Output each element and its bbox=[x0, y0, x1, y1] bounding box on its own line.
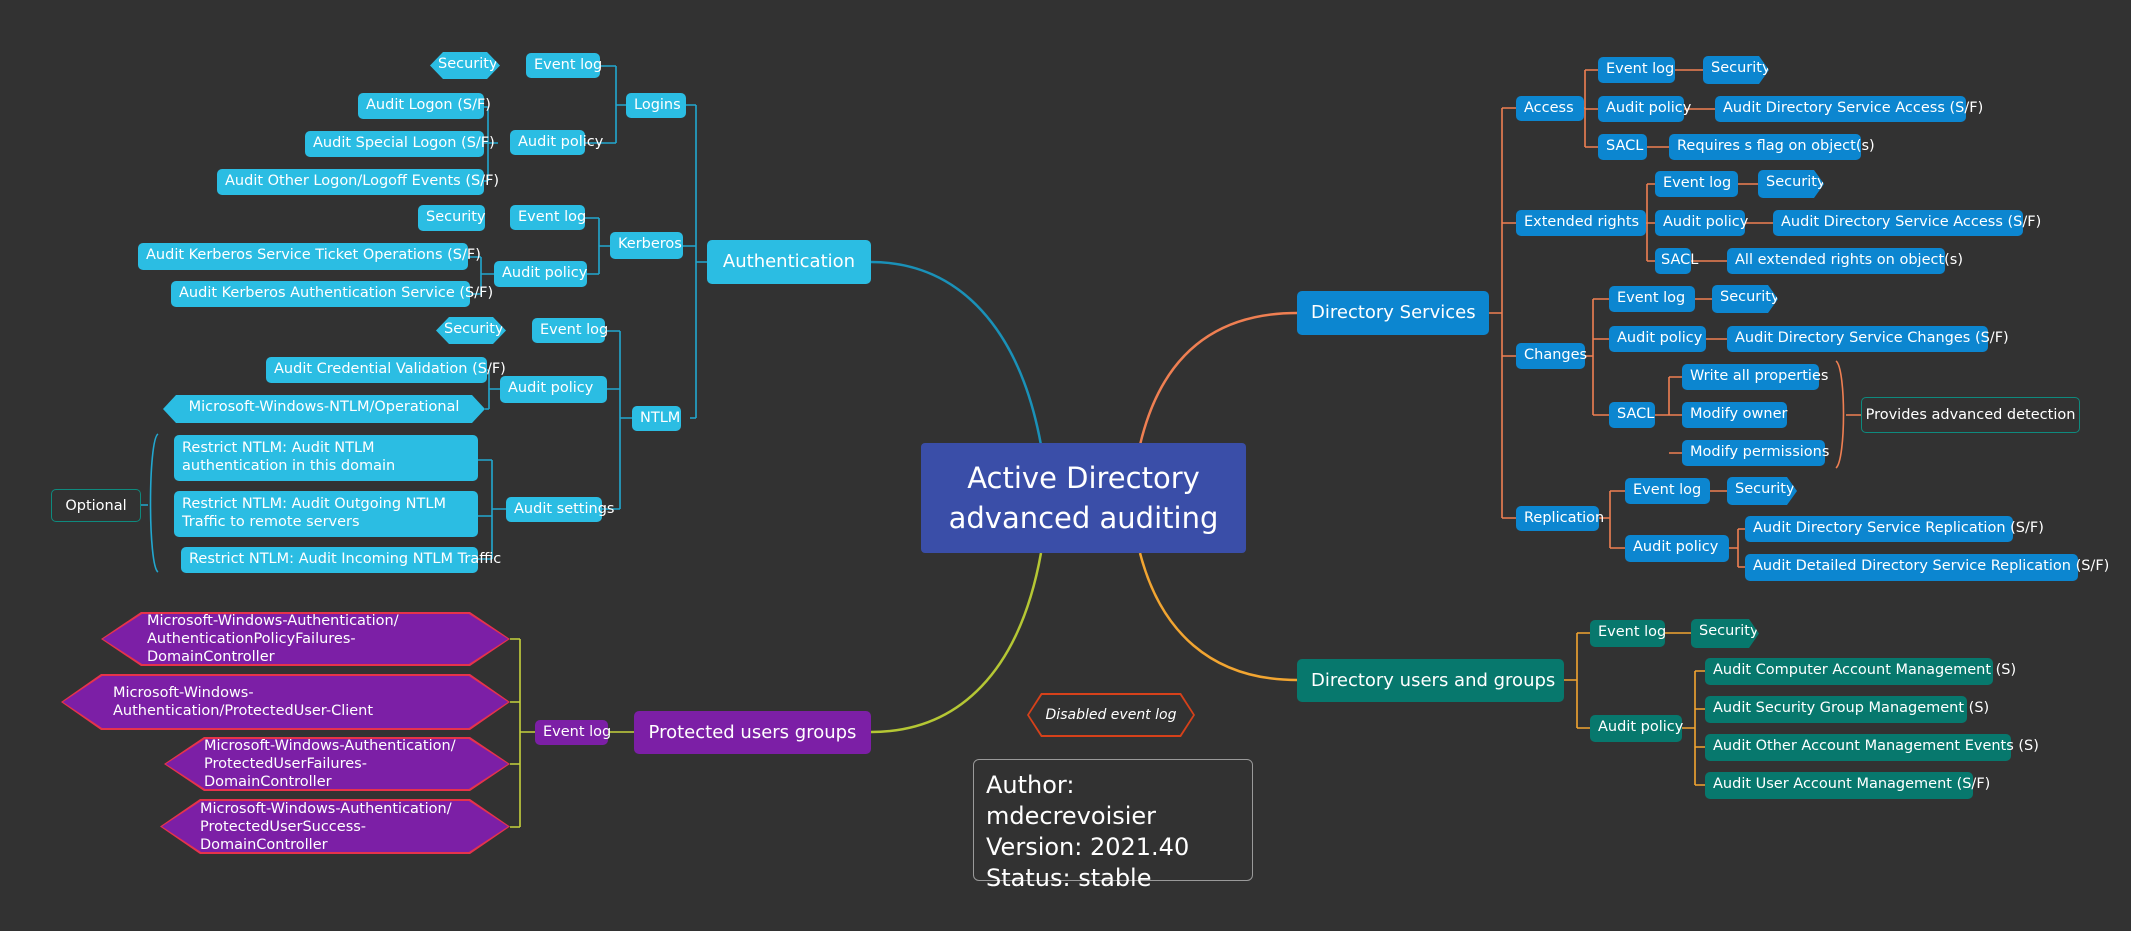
changes-policy-ds-changes[interactable]: Audit Directory Service Changes (S/F) bbox=[1727, 326, 2009, 352]
ntlm-audit-settings[interactable]: Audit settings bbox=[506, 497, 614, 522]
info-version: Version: 2021.40 bbox=[986, 833, 1190, 861]
sacl-modify-owner[interactable]: Modify owner bbox=[1682, 402, 1787, 428]
changes-event-log-security[interactable]: Security bbox=[1712, 285, 1778, 313]
disabled-event-log-legend: Disabled event log bbox=[1027, 693, 1195, 737]
info-author: Author: mdecrevoisier bbox=[986, 771, 1157, 830]
access-event-log-security[interactable]: Security bbox=[1703, 56, 1769, 84]
extended-sacl[interactable]: SACL bbox=[1655, 248, 1698, 274]
policy-audit-special-logon[interactable]: Audit Special Logon (S/F) bbox=[305, 131, 495, 157]
policy-user-account-mgmt[interactable]: Audit User Account Management (S/F) bbox=[1705, 772, 1990, 799]
info-status: Status: stable bbox=[986, 864, 1152, 892]
central-topic[interactable]: Active Directory advanced auditing bbox=[921, 443, 1246, 553]
kerberos-audit-policy[interactable]: Audit policy bbox=[494, 261, 587, 287]
protected-log-user-client-text: Microsoft-Windows-Authentication/Protect… bbox=[113, 685, 374, 719]
users-event-log[interactable]: Event log bbox=[1590, 620, 1666, 647]
access-sacl-flag[interactable]: Requires s flag on object(s) bbox=[1669, 134, 1875, 160]
changes-sacl[interactable]: SACL bbox=[1609, 402, 1655, 428]
extended-audit-policy[interactable]: Audit policy bbox=[1655, 210, 1748, 236]
protected-log-user-success[interactable]: Microsoft-Windows-Authentication/ Protec… bbox=[160, 799, 510, 854]
ntlm-audit-policy[interactable]: Audit policy bbox=[500, 376, 607, 403]
kerberos-topic[interactable]: Kerberos bbox=[610, 232, 683, 259]
directory-services-topic[interactable]: Directory Services bbox=[1297, 291, 1489, 335]
policy-other-account-mgmt[interactable]: Audit Other Account Management Events (S… bbox=[1705, 734, 2039, 761]
policy-kerberos-service-ticket[interactable]: Audit Kerberos Service Ticket Operations… bbox=[138, 243, 481, 270]
optional-note[interactable]: Optional bbox=[51, 489, 141, 522]
info-box: Author: mdecrevoisier Version: 2021.40 S… bbox=[973, 759, 1253, 892]
setting-ntlm-auth-domain[interactable]: Restrict NTLM: Audit NTLM authentication… bbox=[174, 435, 478, 481]
setting-ntlm-incoming[interactable]: Restrict NTLM: Audit Incoming NTLM Traff… bbox=[181, 547, 501, 573]
disabled-event-log-text: Disabled event log bbox=[1045, 707, 1177, 723]
extended-rights-topic[interactable]: Extended rights bbox=[1516, 210, 1646, 236]
changes-topic[interactable]: Changes bbox=[1516, 343, 1587, 369]
protected-log-user-failures-text: Microsoft-Windows-Authentication/ Protec… bbox=[204, 738, 456, 790]
policy-audit-logon[interactable]: Audit Logon (S/F) bbox=[358, 93, 491, 119]
kerberos-event-log-security[interactable]: Security bbox=[418, 205, 486, 231]
policy-credential-validation[interactable]: Audit Credential Validation (S/F) bbox=[266, 357, 506, 383]
replication-topic[interactable]: Replication bbox=[1516, 506, 1604, 531]
sacl-modify-permissions[interactable]: Modify permissions bbox=[1682, 440, 1829, 466]
access-sacl[interactable]: SACL bbox=[1598, 134, 1647, 160]
policy-ds-replication[interactable]: Audit Directory Service Replication (S/F… bbox=[1745, 516, 2044, 542]
policy-audit-other-logon[interactable]: Audit Other Logon/Logoff Events (S/F) bbox=[217, 169, 499, 195]
protected-log-user-failures[interactable]: Microsoft-Windows-Authentication/ Protec… bbox=[164, 737, 510, 791]
extended-event-log-security[interactable]: Security bbox=[1758, 170, 1824, 198]
users-audit-policy[interactable]: Audit policy bbox=[1590, 715, 1683, 742]
replication-event-log[interactable]: Event log bbox=[1625, 478, 1710, 504]
setting-ntlm-outgoing[interactable]: Restrict NTLM: Audit Outgoing NTLM Traff… bbox=[174, 491, 478, 537]
changes-event-log[interactable]: Event log bbox=[1609, 286, 1695, 312]
central-topic-line2: advanced auditing bbox=[948, 501, 1219, 535]
policy-detailed-ds-replication[interactable]: Audit Detailed Directory Service Replica… bbox=[1745, 554, 2109, 581]
authentication-topic[interactable]: Authentication bbox=[707, 240, 871, 284]
protected-event-log[interactable]: Event log bbox=[535, 720, 611, 745]
ntlm-event-log[interactable]: Event log bbox=[532, 318, 608, 343]
extended-sacl-rights[interactable]: All extended rights on object(s) bbox=[1727, 248, 1963, 274]
logins-event-log[interactable]: Event log bbox=[526, 53, 602, 78]
protected-log-user-client[interactable]: Microsoft-Windows-Authentication/Protect… bbox=[61, 674, 510, 730]
changes-audit-policy[interactable]: Audit policy bbox=[1609, 326, 1706, 352]
protected-log-policy-failures-text: Microsoft-Windows-Authentication/ Authen… bbox=[147, 613, 399, 665]
sacl-write-all-properties[interactable]: Write all properties bbox=[1682, 364, 1828, 390]
ntlm-topic[interactable]: NTLM bbox=[632, 406, 681, 431]
policy-computer-account-mgmt[interactable]: Audit Computer Account Management (S) bbox=[1705, 658, 2016, 685]
policy-kerberos-auth-service[interactable]: Audit Kerberos Authentication Service (S… bbox=[171, 281, 493, 307]
access-event-log[interactable]: Event log bbox=[1598, 57, 1675, 83]
protected-log-policy-failures[interactable]: Microsoft-Windows-Authentication/ Authen… bbox=[101, 612, 510, 666]
access-topic[interactable]: Access bbox=[1516, 96, 1584, 121]
logins-audit-policy[interactable]: Audit policy bbox=[510, 130, 603, 155]
extended-policy-ds-access[interactable]: Audit Directory Service Access (S/F) bbox=[1773, 210, 2041, 236]
kerberos-event-log[interactable]: Event log bbox=[510, 205, 586, 230]
users-event-log-security[interactable]: Security bbox=[1691, 619, 1759, 648]
advanced-detection-note[interactable]: Provides advanced detection bbox=[1861, 397, 2080, 433]
policy-security-group-mgmt[interactable]: Audit Security Group Management (S) bbox=[1705, 696, 1989, 723]
logins-topic[interactable]: Logins bbox=[626, 93, 686, 118]
replication-event-log-security[interactable]: Security bbox=[1727, 477, 1797, 505]
logins-event-log-security[interactable]: Security bbox=[430, 52, 500, 79]
extended-event-log[interactable]: Event log bbox=[1655, 171, 1738, 197]
ntlm-operational-log[interactable]: Microsoft-Windows-NTLM/Operational bbox=[163, 395, 485, 423]
central-topic-line1: Active Directory bbox=[967, 461, 1200, 495]
ntlm-event-log-security[interactable]: Security bbox=[436, 317, 506, 344]
access-audit-policy[interactable]: Audit policy bbox=[1598, 96, 1691, 122]
access-policy-ds-access[interactable]: Audit Directory Service Access (S/F) bbox=[1715, 96, 1983, 122]
protected-log-user-success-text: Microsoft-Windows-Authentication/ Protec… bbox=[200, 800, 452, 853]
users-groups-topic[interactable]: Directory users and groups bbox=[1297, 659, 1564, 702]
protected-users-topic[interactable]: Protected users groups bbox=[634, 711, 871, 754]
replication-audit-policy[interactable]: Audit policy bbox=[1625, 535, 1729, 562]
